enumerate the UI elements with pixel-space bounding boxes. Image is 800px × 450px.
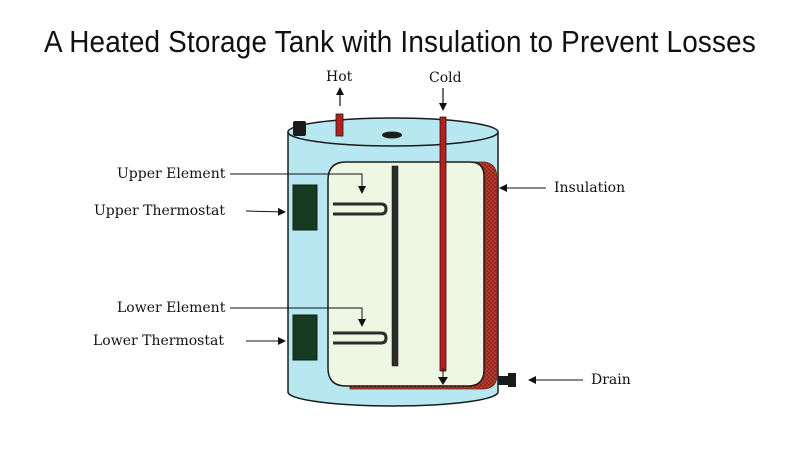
lower-heating-element bbox=[333, 331, 388, 345]
drain-label: Drain bbox=[591, 372, 631, 388]
anode-rod bbox=[391, 165, 399, 367]
upper-thermostat bbox=[292, 184, 318, 231]
hot-label: Hot bbox=[326, 69, 353, 85]
lower-element-leader bbox=[230, 307, 366, 327]
hot-outlet-pipe bbox=[335, 113, 344, 137]
upper-element-label: Upper Element bbox=[117, 166, 226, 182]
page-title: A Heated Storage Tank with Insulation to… bbox=[44, 24, 756, 59]
inner-tank bbox=[327, 161, 485, 387]
vent-nozzle bbox=[293, 121, 306, 136]
lower-thermostat bbox=[292, 314, 318, 361]
lower-thermostat-label: Lower Thermostat bbox=[93, 333, 224, 349]
cold-dip-tube bbox=[438, 116, 448, 385]
drain-valve bbox=[498, 373, 516, 387]
insulation-label: Insulation bbox=[554, 180, 625, 196]
upper-thermostat-label: Upper Thermostat bbox=[94, 203, 225, 219]
cold-label: Cold bbox=[429, 70, 462, 86]
upper-thermostat-arrow bbox=[245, 207, 286, 216]
lower-element-label: Lower Element bbox=[117, 300, 226, 316]
upper-heating-element bbox=[333, 202, 388, 216]
upper-element-leader bbox=[230, 173, 366, 194]
